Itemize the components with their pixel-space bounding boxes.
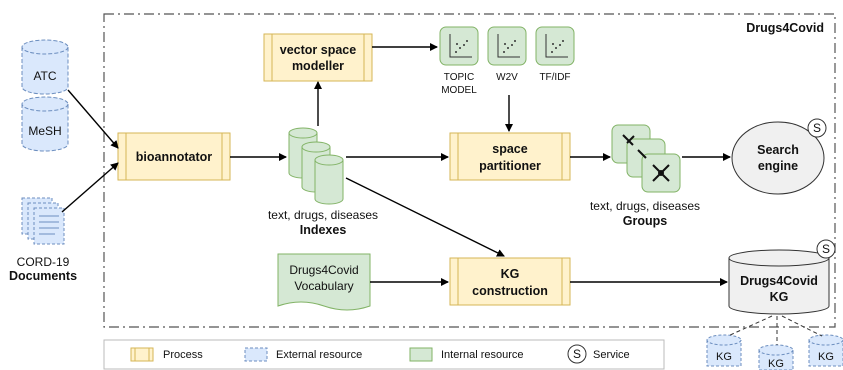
sp-label-line1: space	[492, 142, 527, 156]
external-kg-1-label: KG	[716, 351, 732, 363]
sp-label-line2: partitioner	[479, 159, 541, 173]
vocabulary-label-line2: Vocabulary	[294, 279, 353, 293]
cord19-documents-icon	[21, 197, 65, 245]
system-boundary	[103, 13, 836, 328]
w2v-label: W2V	[496, 72, 518, 83]
tfidf-model-icon	[535, 26, 575, 66]
external-kg-2: KG	[758, 344, 794, 370]
groups-caption: text, drugs, diseases	[590, 199, 700, 213]
topic-model-label-line1: TOPIC	[444, 72, 474, 83]
legend-service-badge-icon	[567, 344, 587, 364]
cord19-label: CORD-19	[17, 255, 70, 269]
topic-model-icon	[439, 26, 479, 66]
arrow-atc-to-bioannotator	[67, 89, 119, 149]
link-kg-to-external-kg-1	[727, 315, 773, 337]
documents-label: Documents	[9, 269, 77, 283]
drugs4covid-kg-database: Drugs4Covid KG S	[728, 239, 836, 315]
space-partitioner-process: space partitioner	[449, 132, 571, 181]
search-engine-service: Search engine S	[731, 118, 827, 195]
mesh-database: MeSH	[21, 96, 69, 152]
vector-space-modeller-process: vector space modeller	[263, 33, 373, 82]
legend-process-label: Process	[163, 349, 203, 361]
kg-construction-process: KG construction	[449, 257, 571, 306]
indexes-caption: text, drugs, diseases	[268, 208, 378, 222]
legend: Process External resource Internal resou…	[103, 339, 665, 370]
external-kg-3: KG	[808, 334, 843, 367]
bioannotator-process: bioannotator	[117, 132, 231, 181]
mesh-label: MeSH	[28, 124, 61, 138]
legend-service-badge: S	[573, 347, 581, 361]
indexes-database-stack	[288, 127, 344, 205]
topic-model-label-line2: MODEL	[441, 85, 477, 96]
legend-external-label: External resource	[276, 349, 362, 361]
arrow-indexes-to-kg-construction	[345, 177, 505, 257]
vocabulary-label-line1: Drugs4Covid	[289, 263, 358, 277]
atc-label: ATC	[33, 69, 56, 83]
external-kg-1: KG	[706, 334, 742, 367]
atc-database: ATC	[21, 39, 69, 95]
legend-external-swatch	[244, 347, 268, 362]
link-kg-to-external-kg-3	[781, 315, 823, 337]
vocabulary-document: Drugs4Covid Vocabulary	[277, 253, 371, 311]
kg-service-badge: S	[822, 242, 830, 256]
vsm-label-line2: modeller	[292, 59, 344, 73]
legend-process-swatch	[130, 347, 154, 362]
system-title: Drugs4Covid	[746, 21, 824, 35]
bioannotator-label: bioannotator	[136, 150, 213, 164]
indexes-label: Indexes	[300, 223, 347, 237]
search-service-badge: S	[813, 121, 821, 135]
legend-service-label: Service	[593, 349, 630, 361]
legend-internal-swatch	[409, 347, 433, 362]
kg-construction-label-line1: KG	[501, 267, 520, 281]
legend-internal-label: Internal resource	[441, 349, 524, 361]
kg-construction-label-line2: construction	[472, 284, 548, 298]
groups-label: Groups	[623, 214, 667, 228]
tfidf-label: TF/IDF	[539, 72, 570, 83]
kg-label-line2: KG	[770, 290, 789, 304]
w2v-model-icon	[487, 26, 527, 66]
arrow-cord-to-bioannotator	[61, 162, 119, 213]
vsm-label-line1: vector space	[280, 43, 356, 57]
search-engine-label-line1: Search	[757, 143, 799, 157]
external-kg-2-label: KG	[768, 358, 784, 370]
external-kg-3-label: KG	[818, 351, 834, 363]
groups-cluster-icon	[611, 124, 681, 193]
kg-label-line1: Drugs4Covid	[740, 274, 818, 288]
search-engine-label-line2: engine	[758, 159, 798, 173]
